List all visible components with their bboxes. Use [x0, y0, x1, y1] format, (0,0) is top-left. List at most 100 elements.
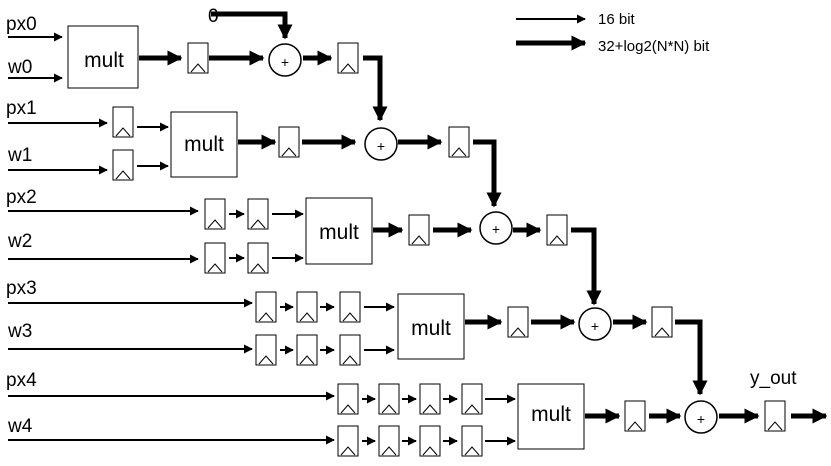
register-r3-product — [507, 306, 529, 338]
register-r2-px-1-clock-icon — [207, 219, 223, 229]
register-r4-w-4-clock-icon — [464, 446, 480, 456]
register-r3-px-2 — [296, 291, 318, 323]
register-r2-sum-box — [546, 214, 568, 246]
register-r4-w-1-box — [337, 425, 359, 457]
register-r4-w-4-box — [461, 425, 483, 457]
register-r4-px-3-clock-icon — [422, 404, 438, 414]
register-r3-px-3-box — [339, 291, 361, 323]
label-px4: px4 — [6, 370, 37, 391]
register-r1-sum — [448, 126, 470, 158]
wire-reg2b-to-add3 — [571, 227, 602, 306]
wire-reg0b-to-add1 — [363, 55, 388, 122]
register-r3-w-2-box — [296, 334, 318, 366]
register-r3-px-2-box — [296, 291, 318, 323]
register-r4-px-4-box — [461, 383, 483, 415]
adder-symbol-1: + — [377, 138, 385, 154]
register-r1-w-clock-icon — [115, 170, 131, 180]
register-r3-px-3-clock-icon — [342, 312, 358, 322]
register-r3-w-3 — [339, 334, 361, 366]
register-r0-product-box — [187, 42, 209, 74]
label-w1: w1 — [7, 145, 32, 166]
register-r1-px-clock-icon — [115, 127, 131, 137]
register-r1-product-clock-icon — [281, 147, 297, 157]
register-r2-w-2-clock-icon — [250, 263, 266, 273]
mult-label-0: mult — [84, 49, 124, 72]
register-r4-px-1-clock-icon — [340, 404, 356, 414]
register-r1-w — [112, 149, 134, 181]
register-r4-w-1 — [337, 425, 359, 457]
label-px1: px1 — [6, 98, 37, 119]
register-r4-w-2-clock-icon — [381, 446, 397, 456]
adder-4 — [684, 400, 718, 434]
label-w4: w4 — [7, 416, 33, 437]
register-r4-px-4 — [461, 383, 483, 415]
register-r3-w-2 — [296, 334, 318, 366]
register-r3-px-2-clock-icon — [299, 312, 315, 322]
register-r2-sum-clock-icon — [549, 235, 565, 245]
wire-zero-to-add0 — [211, 11, 293, 40]
register-r4-w-2-box — [378, 425, 400, 457]
label-px2: px2 — [6, 187, 37, 208]
adder-symbol-4: + — [697, 411, 705, 427]
register-output-clock-icon — [767, 421, 783, 431]
register-r1-product-box — [278, 126, 300, 158]
register-r3-sum-clock-icon — [654, 327, 670, 337]
output-label-y-out: y_out — [750, 368, 797, 389]
register-output — [764, 400, 786, 432]
register-r4-px-1-box — [337, 383, 359, 415]
register-r3-w-3-clock-icon — [342, 355, 358, 365]
register-r3-px-1 — [255, 291, 277, 323]
register-r4-w-3-box — [419, 425, 441, 457]
register-r4-w-4 — [461, 425, 483, 457]
label-w2: w2 — [7, 231, 32, 252]
register-r4-w-3 — [419, 425, 441, 457]
register-r4-px-1 — [337, 383, 359, 415]
register-r1-sum-clock-icon — [451, 147, 467, 157]
adder-0 — [268, 43, 302, 77]
adder-2 — [479, 211, 513, 245]
register-r2-px-1-box — [204, 198, 226, 230]
adder-symbol-2: + — [492, 221, 500, 237]
register-r2-px-2-box — [247, 198, 269, 230]
register-r4-px-2-box — [378, 383, 400, 415]
register-r2-w-1-box — [204, 242, 226, 274]
register-r2-product-clock-icon — [411, 235, 427, 245]
register-r4-product-clock-icon — [627, 421, 643, 431]
label-w3: w3 — [7, 321, 32, 342]
register-r3-product-clock-icon — [510, 327, 526, 337]
register-r4-w-2 — [378, 425, 400, 457]
wire-reg3b-to-add4 — [675, 319, 708, 396]
mult-block-0 — [67, 25, 139, 89]
mult-block-3 — [397, 293, 465, 360]
register-output-box — [764, 400, 786, 432]
register-r0-sum-box — [337, 42, 359, 74]
register-r3-w-3-box — [339, 334, 361, 366]
mult-label-4: mult — [531, 403, 571, 426]
mult-label-1: mult — [184, 133, 224, 156]
adder-symbol-0: + — [281, 54, 289, 70]
register-r2-w-1 — [204, 242, 226, 274]
mult-block-4 — [517, 383, 585, 450]
wire-reg1b-to-add2 — [473, 139, 502, 208]
mult-block-1 — [170, 111, 238, 178]
register-r2-px-1 — [204, 198, 226, 230]
register-r4-product-box — [624, 400, 646, 432]
register-r3-sum — [651, 306, 673, 338]
label-w0: w0 — [7, 57, 32, 78]
register-r3-w-2-clock-icon — [299, 355, 315, 365]
label-px3: px3 — [6, 278, 37, 299]
register-r0-product — [187, 42, 209, 74]
register-r2-w-2 — [247, 242, 269, 274]
adder-1 — [364, 127, 398, 161]
register-r4-w-1-clock-icon — [340, 446, 356, 456]
register-r1-w-box — [112, 149, 134, 181]
register-r4-px-3 — [419, 383, 441, 415]
register-r3-px-1-clock-icon — [258, 312, 274, 322]
register-r3-px-3 — [339, 291, 361, 323]
mult-label-2: mult — [319, 221, 359, 244]
blocks-layer — [67, 25, 786, 457]
register-r0-sum-clock-icon — [340, 63, 356, 73]
register-r3-sum-box — [651, 306, 673, 338]
register-r2-px-2 — [247, 198, 269, 230]
